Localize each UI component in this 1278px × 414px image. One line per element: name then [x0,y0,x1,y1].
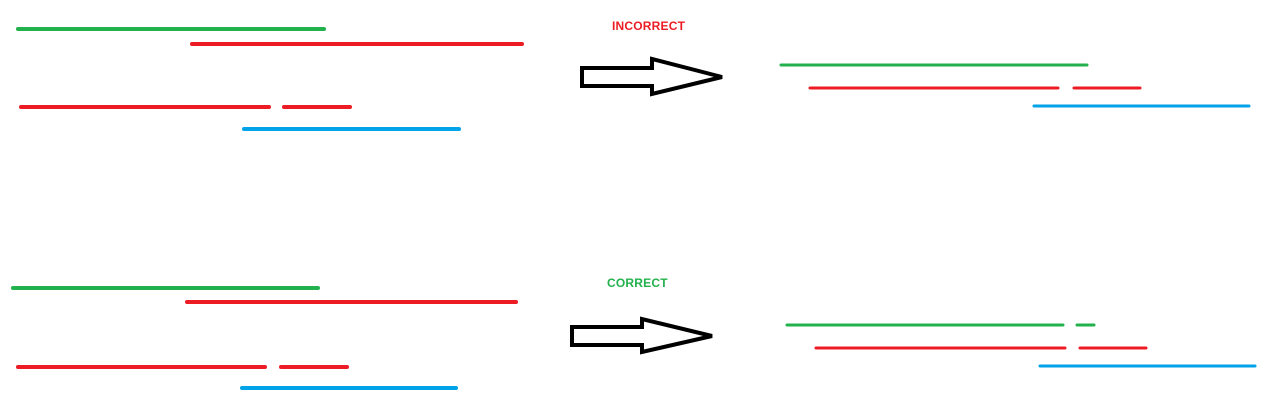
correct-before-group [11,286,518,390]
correct-after-group [785,323,1257,368]
incorrect-before-group [16,27,524,131]
incorrect-after-group [779,63,1251,108]
right-arrow-icon [570,316,713,355]
right-arrow-icon [580,56,723,97]
correct-label: CORRECT [607,276,668,290]
incorrect-label: INCORRECT [612,19,686,33]
